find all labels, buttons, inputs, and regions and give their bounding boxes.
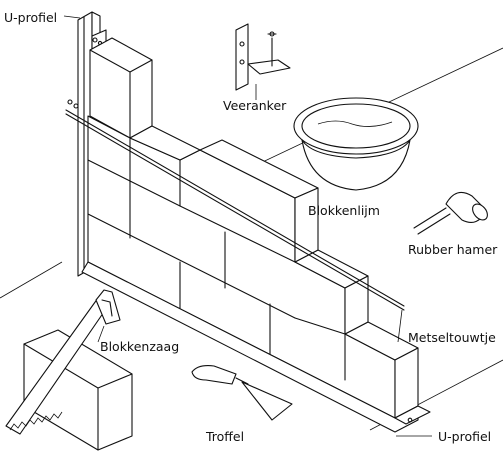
label-veeranker: Veeranker [223, 98, 287, 113]
label-troffel: Troffel [205, 429, 244, 444]
label-u-profiel-top: U-profiel [4, 10, 57, 25]
rubber-hammer-icon [413, 191, 488, 235]
masons-line [65, 99, 405, 311]
label-rubber-hamer: Rubber hamer [408, 242, 498, 257]
block-saw-icon [5, 289, 121, 435]
label-blokkenzaag: Blokkenzaag [100, 339, 179, 354]
label-metseltouwtje: Metseltouwtje [408, 330, 496, 345]
u-profile-bottom [81, 261, 431, 433]
label-blokkenlijm: Blokkenlijm [308, 203, 380, 218]
label-u-profiel-bottom: U-profiel [438, 429, 491, 444]
glue-bucket-icon [293, 97, 419, 191]
block-wall [87, 37, 419, 419]
wall-tie-icon [235, 23, 291, 91]
leader-lines [63, 15, 432, 437]
trowel-icon [191, 365, 293, 421]
